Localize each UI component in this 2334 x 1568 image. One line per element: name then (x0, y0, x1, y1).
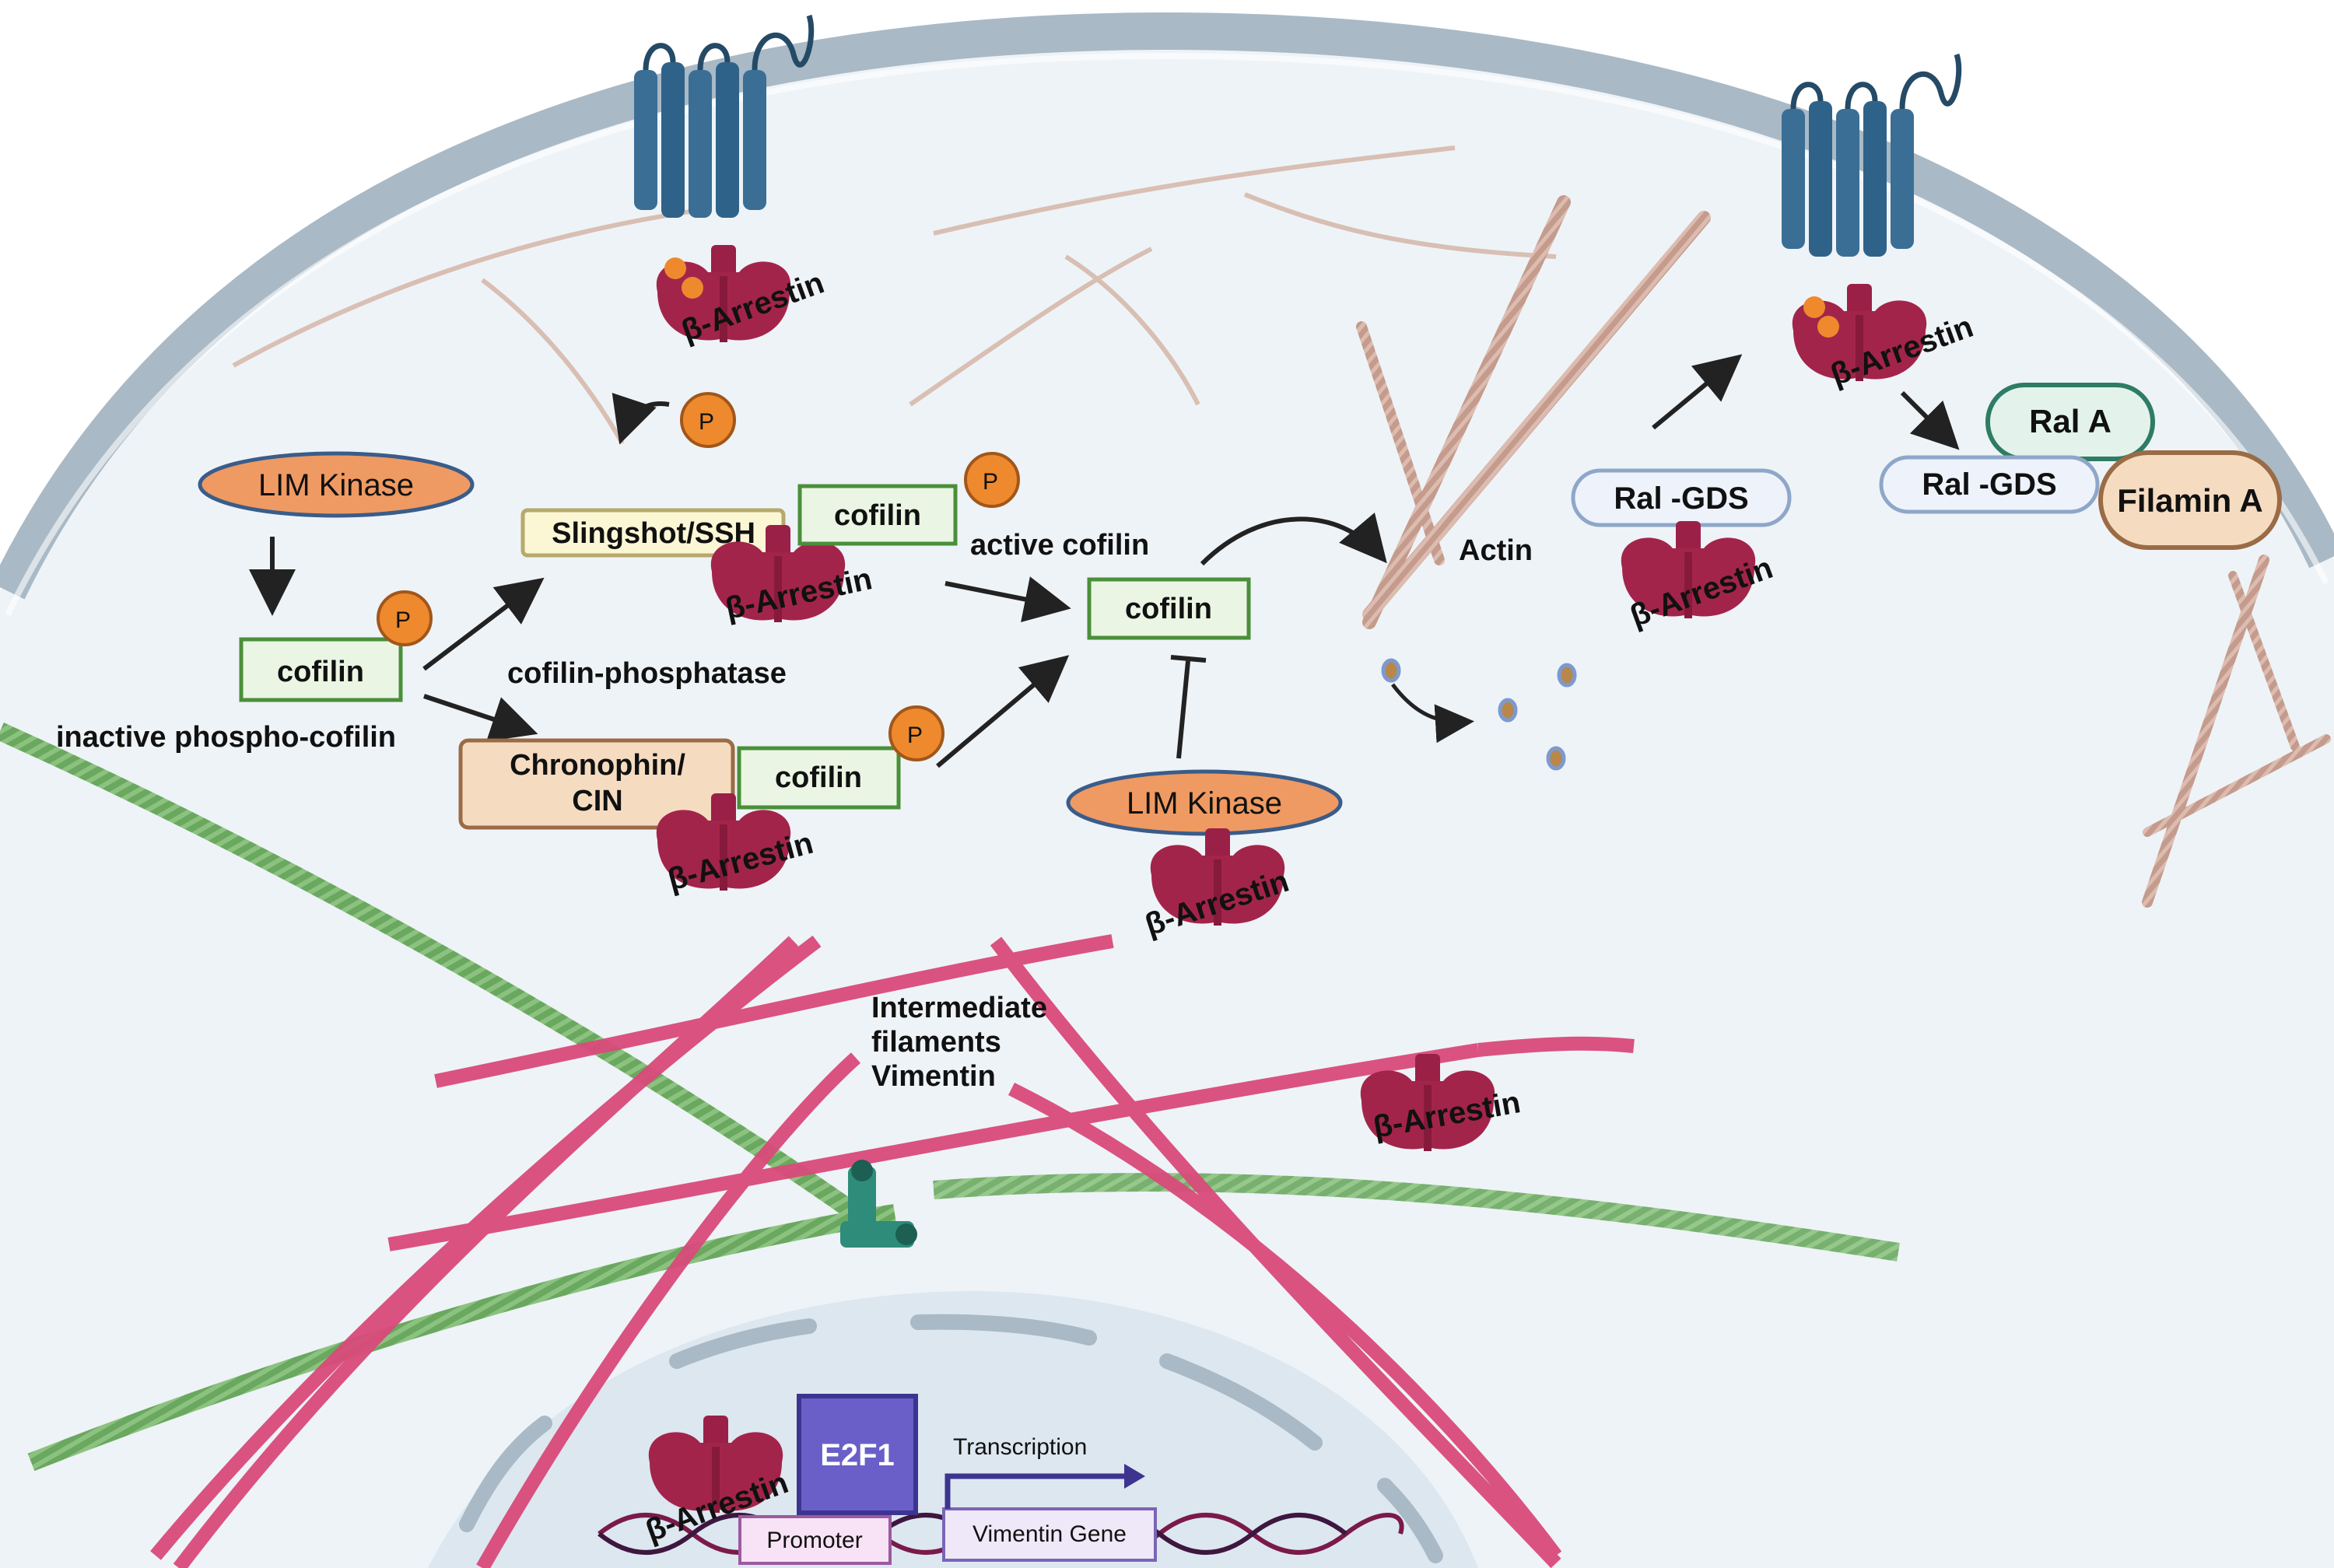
cofilin-active-box (1087, 577, 1251, 640)
actin-monomers (1381, 658, 1577, 771)
lim-kinase-bottom-label: LIM Kinase (1127, 786, 1282, 821)
phospho-label-inactive: P (395, 607, 411, 633)
vimentin-gene-box (942, 1507, 1157, 1562)
phospho-circle-ssh (964, 452, 1020, 508)
inactive-caption: inactive phospho-cofilin (56, 721, 396, 754)
arrow-to-ssh (422, 577, 545, 671)
active-cofilin-caption: active cofilin (970, 529, 1149, 562)
arrow-receptor-to-ralgds (1900, 390, 1960, 450)
arrow-cofilin-to-actin (1200, 512, 1387, 566)
cofilin-ssh-label: cofilin (834, 499, 921, 532)
phospho-circle-cin (888, 705, 944, 761)
lim-kinase-top (198, 451, 475, 518)
inhibition-bar (1170, 655, 1207, 663)
ral-gds-left-label: Ral -GDS (1614, 481, 1748, 516)
arrow-dephospho (612, 392, 670, 445)
ral-a-label: Ral A (2029, 403, 2111, 439)
microtubules (0, 723, 1900, 1472)
transcription-arrow-head (1124, 1464, 1145, 1489)
phospho-circle-inactive (377, 590, 433, 646)
chronophin-label-2: CIN (572, 785, 622, 817)
inhibition-line (1176, 660, 1190, 759)
phospho-label-top: P (699, 409, 714, 435)
cofilin-active-label: cofilin (1125, 593, 1212, 625)
phospho-label-cin: P (907, 723, 923, 748)
cofilin-inactive-box (239, 637, 403, 702)
nuclear-envelope (459, 1314, 1443, 1563)
promoter-box (738, 1515, 892, 1565)
arrow-ralgds-to-receptor (1652, 354, 1743, 430)
vimentin-filaments (150, 934, 1635, 1568)
arrow-monomers (1391, 683, 1474, 744)
e2f1-box (797, 1394, 918, 1515)
transcription-arrow-line (944, 1473, 1128, 1509)
cofilin-cin-label: cofilin (775, 761, 862, 794)
ral-gds-right-label: Ral -GDS (1922, 467, 2056, 502)
cofilin-cin-box (737, 746, 901, 810)
phospho-circle-top (680, 392, 736, 448)
actin-label: Actin (1459, 534, 1533, 567)
arrow-to-cin (423, 694, 538, 742)
chronophin-box (458, 738, 735, 830)
actin-fibers-background (232, 145, 1557, 445)
arrestin-receptor-right (1792, 284, 1927, 381)
filamin-a-box (2098, 450, 2282, 550)
centriole (840, 1160, 917, 1248)
lim-kinase-top-label: LIM Kinase (258, 468, 414, 502)
chronophin-label-1: Chronophin/ (510, 749, 685, 782)
lim-kinase-bottom (1066, 769, 1343, 836)
intermediate-label-1: Intermediate (871, 992, 1047, 1024)
ral-gds-right-box (1879, 455, 2100, 514)
e2f1-label: E2F1 (820, 1438, 895, 1472)
intermediate-label-2: filaments (871, 1026, 1001, 1059)
cell-membrane (0, 12, 2334, 600)
phospho-label-ssh: P (983, 469, 998, 495)
actin-filaments (1356, 195, 2331, 908)
arrow-cin-to-active (936, 655, 1070, 768)
vimentin-gene-label: Vimentin Gene (972, 1521, 1127, 1547)
cofilin-ssh-box (797, 484, 958, 546)
intermediate-label-3: Vimentin (871, 1060, 996, 1093)
arrestin-receptor-left (656, 245, 791, 342)
filamin-a-label: Filamin A (2117, 482, 2262, 519)
transcription-label: Transcription (953, 1434, 1087, 1460)
slingshot-label: Slingshot/SSH (552, 517, 755, 550)
cofilin-phosphatase-caption: cofilin-phosphatase (507, 657, 787, 690)
cofilin-inactive-label: cofilin (277, 656, 364, 688)
arrow-ssh-to-active (944, 576, 1071, 623)
promoter-label: Promoter (766, 1528, 862, 1553)
